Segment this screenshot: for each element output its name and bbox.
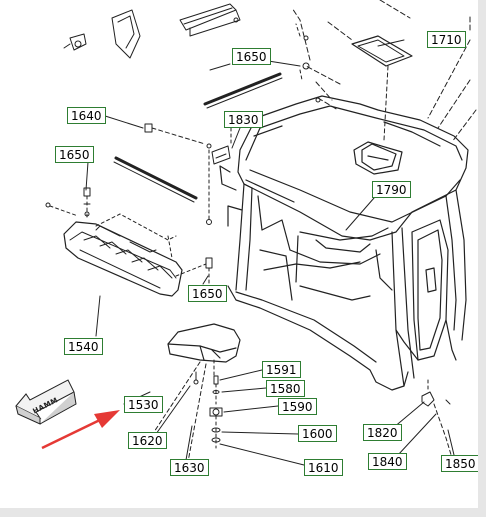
callout-1640: 1640	[67, 107, 106, 124]
callout-1830: 1830	[224, 111, 263, 128]
screw-1640	[144, 123, 153, 133]
callout-1540: 1540	[64, 338, 103, 355]
hamm-logo-arrow: HAMM	[15, 379, 77, 425]
seal-strip-1650-left	[114, 156, 198, 200]
page-edge-bottom	[0, 508, 486, 517]
cover-1530	[167, 323, 241, 363]
callout-1580: 1580	[266, 380, 305, 397]
callout-1650-left: 1650	[55, 146, 94, 163]
callout-1790: 1790	[372, 181, 411, 198]
callout-1530: 1530	[124, 396, 163, 413]
callout-1710: 1710	[427, 31, 466, 48]
mirror-bracket-part	[111, 9, 141, 59]
clip-1820	[421, 391, 435, 407]
fastener-stack	[209, 375, 223, 449]
pointer-arrow	[41, 410, 120, 450]
grab-handle-1540	[63, 221, 183, 297]
page-edge-right	[478, 0, 486, 517]
callout-1850: 1850	[441, 455, 480, 472]
bracket-part	[69, 33, 87, 51]
top-rail-part	[179, 3, 237, 31]
callout-1600: 1600	[298, 425, 337, 442]
seal-strip-1650-top	[203, 72, 282, 106]
callout-1610: 1610	[304, 459, 343, 476]
callout-1650-top: 1650	[232, 48, 271, 65]
callout-1630: 1630	[170, 459, 209, 476]
callout-1620: 1620	[128, 432, 167, 449]
callout-1840: 1840	[368, 453, 407, 470]
callout-1650-bottom: 1650	[188, 285, 227, 302]
callout-1820: 1820	[363, 424, 402, 441]
callout-1591: 1591	[262, 361, 301, 378]
cab-1790	[219, 95, 469, 391]
clip-1830	[211, 145, 231, 165]
callout-1590: 1590	[278, 398, 317, 415]
roof-hatch-frame-1710	[351, 35, 413, 67]
screw-1650	[205, 257, 213, 269]
